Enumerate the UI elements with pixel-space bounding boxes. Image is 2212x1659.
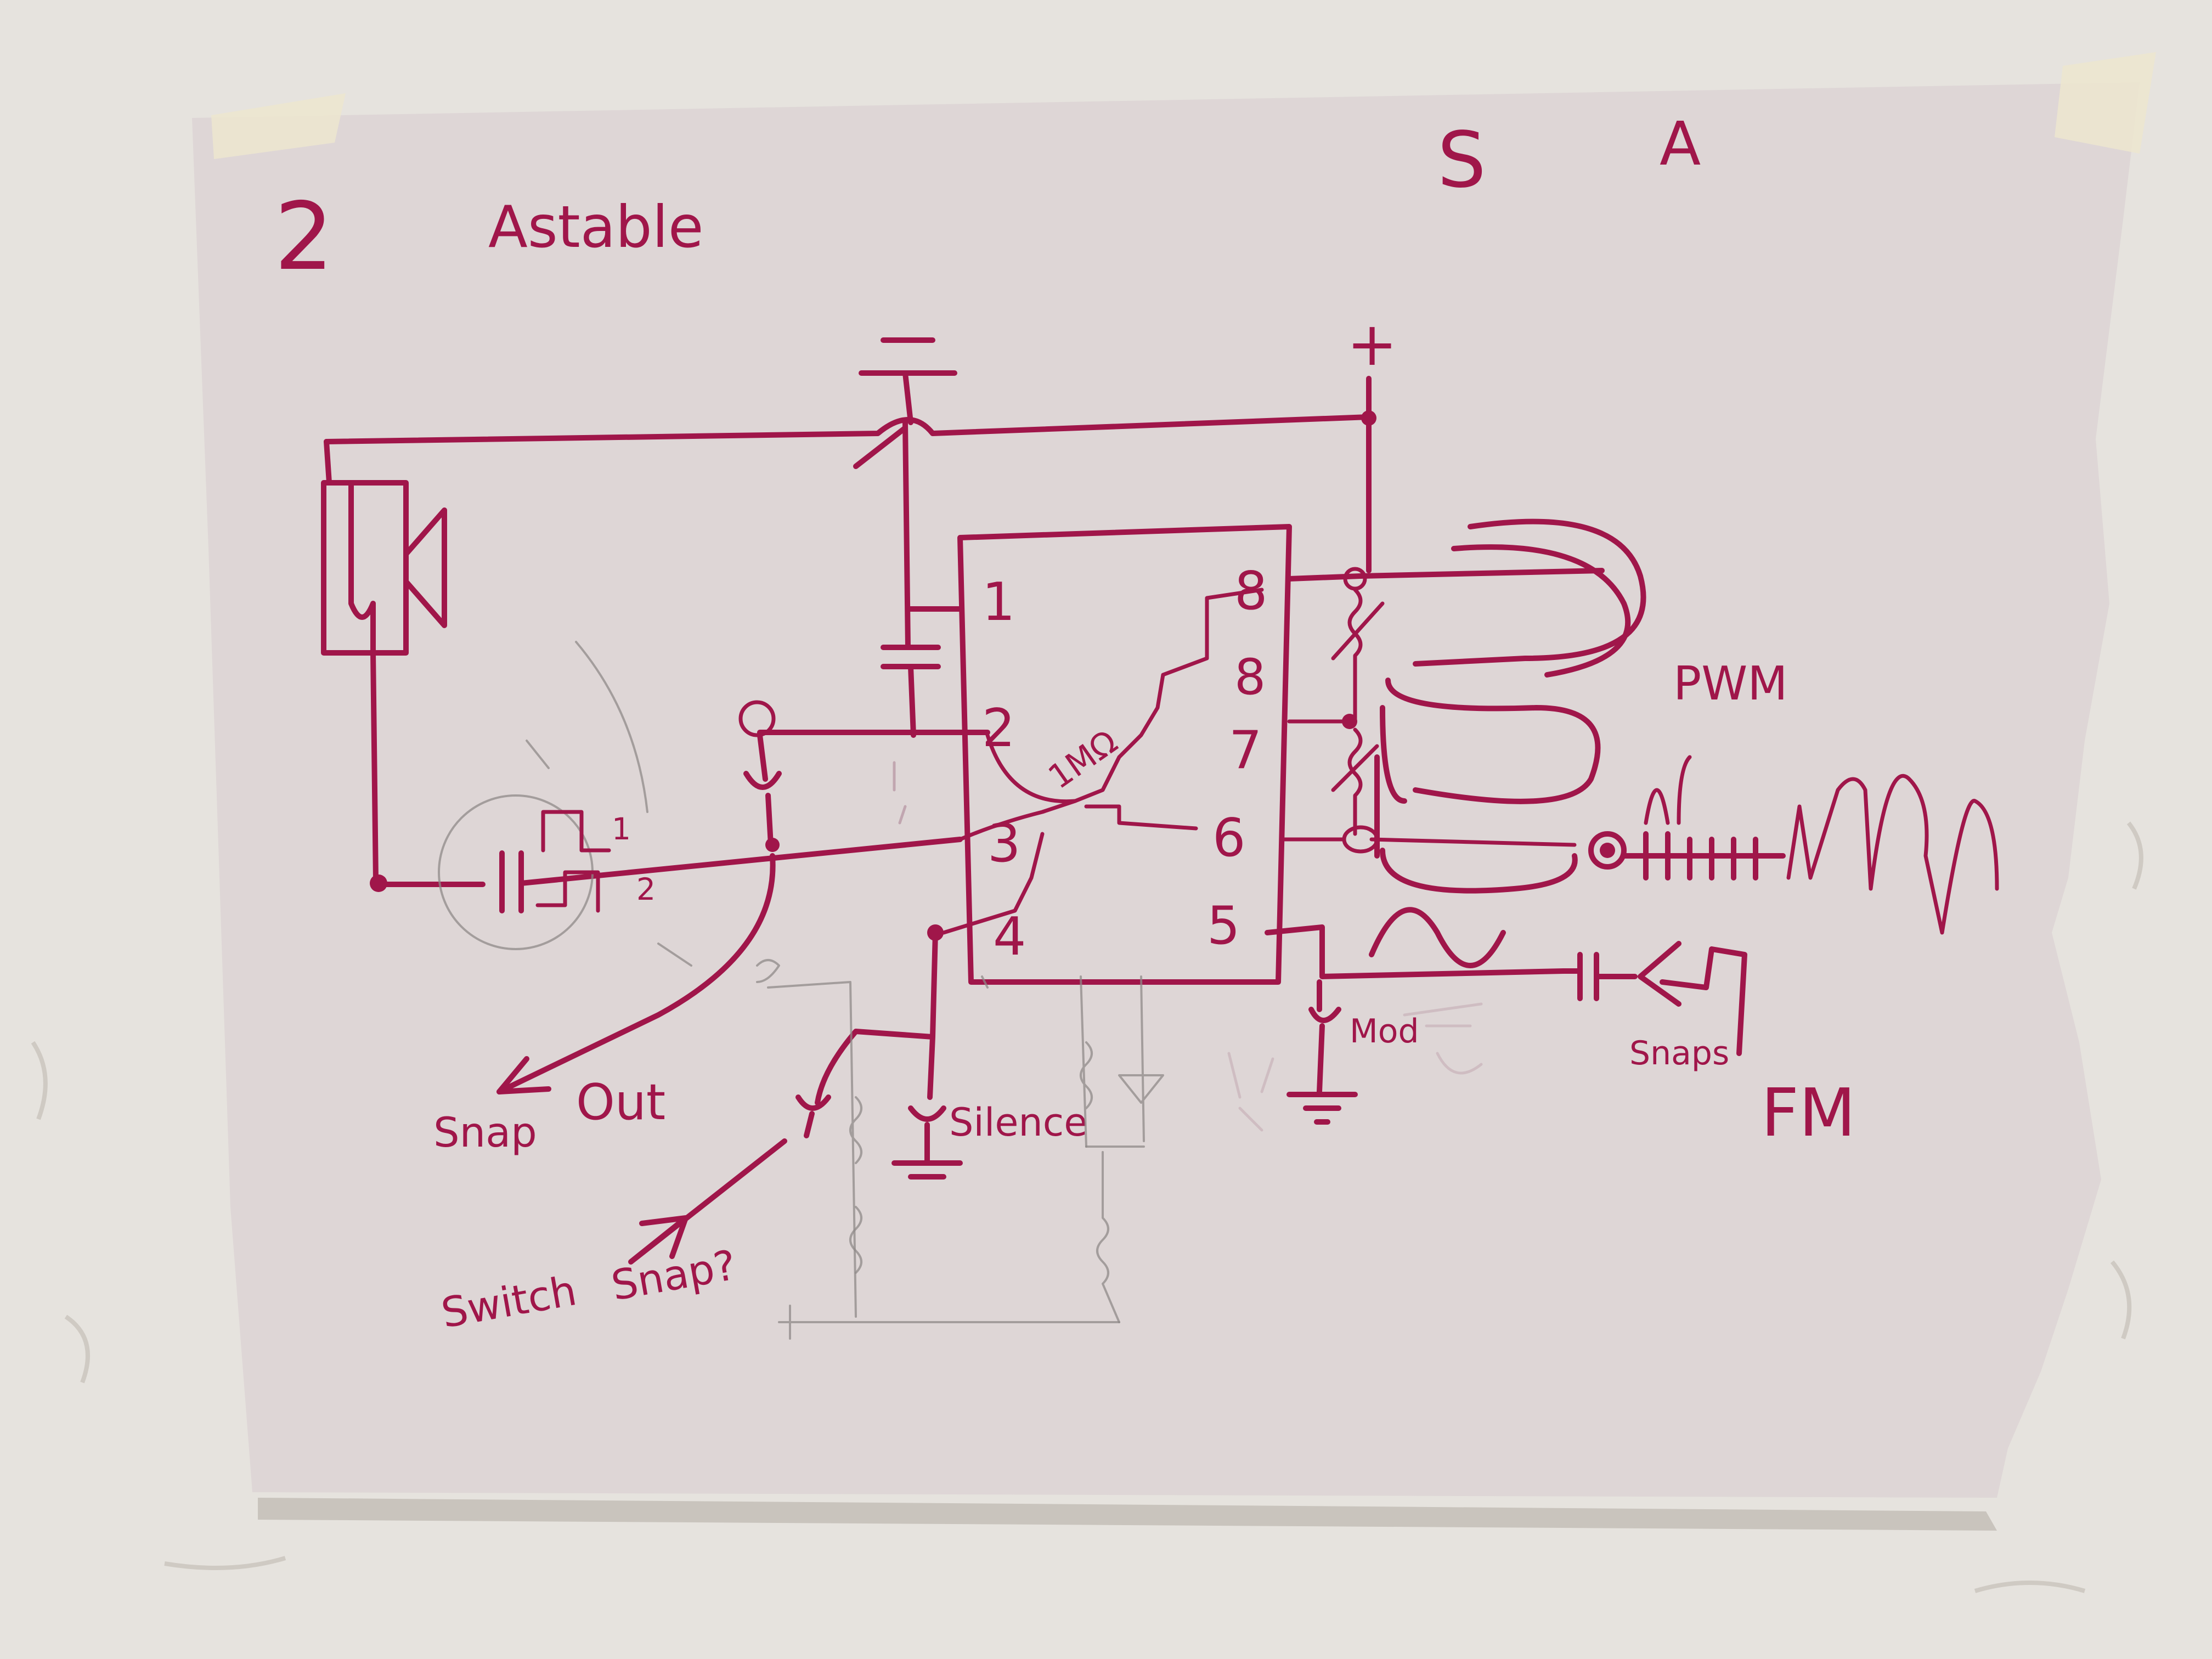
pot-resistor-bottom [1331, 727, 1379, 836]
pwm-output-node [1588, 831, 1627, 870]
pin8-vcc-wire [1286, 420, 1372, 582]
out-label: Out [576, 1074, 665, 1131]
junction-speaker [370, 874, 387, 892]
fm-input-arrow [1638, 941, 1681, 1007]
out-arrowhead [496, 1056, 551, 1094]
ic-pin-6: 6 [1212, 808, 1245, 868]
ic-555-body [957, 524, 1292, 985]
dotted-ground-trace [893, 761, 907, 825]
paper-shadow [258, 1498, 1997, 1531]
pwm-loop-top [1358, 518, 1646, 667]
silence-label: Silence [949, 1100, 1087, 1145]
ic-pin-8-overwrite: 8 [1234, 648, 1266, 706]
pencil-arc [526, 641, 692, 967]
tape-left [211, 93, 346, 159]
fm-label: FM [1761, 1075, 1856, 1152]
sheet-number: 2 [274, 183, 334, 291]
pulse-wave-2 [535, 870, 600, 913]
pin6-wire [1282, 837, 1577, 847]
mod-jack [1286, 1007, 1358, 1125]
ic-pin-2: 2 [982, 698, 1015, 759]
pwm-loop-bottom [1380, 848, 1578, 894]
pwm-waveform-arches [1644, 755, 1999, 935]
pin2-wire [757, 730, 990, 738]
mod-label: Mod [1350, 1012, 1419, 1051]
switch-arrow [628, 1138, 787, 1265]
pot-resistor-top [1331, 588, 1385, 721]
pwm-output-node-dot [1600, 843, 1615, 858]
out-wire [496, 853, 776, 1094]
corner-letter-a: A [1660, 109, 1701, 179]
pwm-label: PWM [1673, 657, 1788, 711]
pin4-wire [815, 930, 938, 1105]
snap-label: Snap [433, 1108, 537, 1156]
fm-cap [1561, 952, 1638, 1001]
pulse-label-1: 1 [612, 811, 631, 847]
ic-pin-5: 5 [1207, 896, 1240, 956]
fm-pulse [1660, 946, 1747, 1056]
switch-jack [795, 1094, 831, 1138]
pencil-5-mark [756, 959, 780, 983]
output-wire [381, 837, 963, 913]
pwm-arrow-outer [1374, 544, 1631, 859]
bleed-through-marks [1227, 1002, 1483, 1132]
pin3-internal-path [941, 799, 1198, 935]
pulse-label-2: 2 [636, 872, 656, 907]
tape-right [2055, 52, 2156, 154]
ic-pin-1: 1 [982, 572, 1015, 633]
mod-waveform [1369, 907, 1506, 968]
junction-pin3 [765, 838, 780, 852]
pwm-loop-middle [1385, 678, 1601, 804]
top-supply-rail [324, 414, 1372, 444]
speaker-symbol [321, 439, 447, 656]
wall-cracks [31, 821, 2143, 1593]
silence-jack [891, 1105, 963, 1180]
speaker-return-wire [370, 650, 379, 883]
timing-cap-wire [881, 420, 963, 738]
snaps-label: Snaps [1629, 1034, 1729, 1073]
junction-top-right [1361, 410, 1376, 426]
battery-symbol [859, 337, 957, 425]
corner-letter-s: S [1437, 116, 1486, 205]
internal-resistor-path [985, 588, 1264, 804]
switch-stroke [853, 425, 908, 469]
ic-pin-7: 7 [1229, 720, 1262, 781]
sheet-title: Astable [488, 194, 703, 261]
pwm-waveform-ticks [1621, 831, 1786, 881]
plus-label: + [1347, 309, 1397, 379]
pin5-wire [1265, 924, 1566, 979]
pencil-subcircuit [767, 975, 1164, 1340]
pulse-wave-1 [541, 810, 611, 853]
jack-wires [743, 732, 782, 848]
